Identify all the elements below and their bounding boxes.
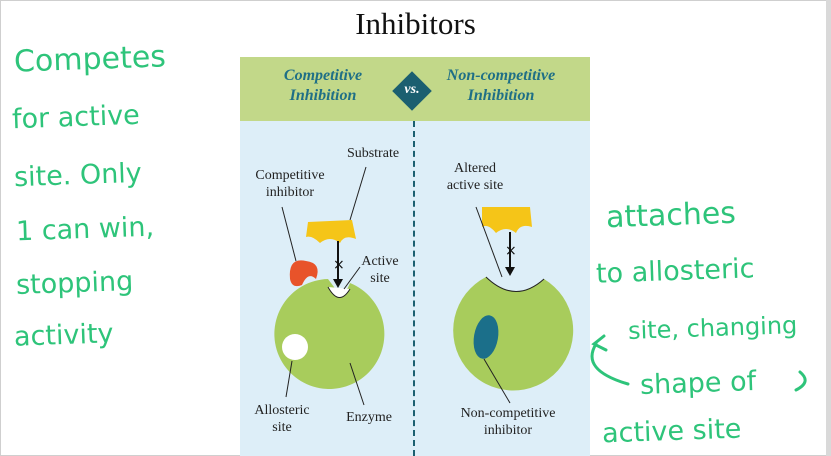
- note-right-line5: active site: [601, 413, 742, 450]
- competitive-inhibitor-label: Competitive inhibitor: [240, 167, 340, 201]
- left-arrow-head: [333, 279, 343, 288]
- right-block-mark: ×: [505, 243, 517, 259]
- slide-title: Inhibitors: [355, 6, 476, 41]
- note-left-line4: 1 can win,: [15, 211, 155, 248]
- note-left-line3: site. Only: [13, 157, 143, 194]
- active-site-leader: [343, 266, 361, 290]
- enzyme-leader: [349, 362, 365, 406]
- left-allosteric-site: [282, 334, 308, 360]
- noncompetitive-inhibitor-label: Non-competitive inhibitor: [438, 405, 578, 439]
- substrate-leader: [349, 166, 367, 221]
- competitive-inhibitor-shape: [289, 260, 318, 287]
- window-edge: [826, 0, 831, 456]
- noncompetitive-inhibitor-shape: [473, 315, 499, 359]
- note-right-line4: shape of: [639, 365, 757, 402]
- left-active-site: [327, 286, 351, 298]
- allosteric-site-label: Allosteric site: [242, 402, 322, 436]
- altered-active-site-label: Altered active site: [430, 160, 520, 194]
- note-left-line6: activity: [13, 318, 115, 353]
- competitive-header-line2: Inhibition: [289, 87, 357, 104]
- inhibition-diagram: Competitive Inhibition vs. Non-competiti…: [240, 57, 590, 456]
- active-site-label-line1: Active: [361, 254, 399, 269]
- right-altered-active-site: [485, 276, 545, 292]
- note-right-line3: site, changing: [627, 311, 798, 345]
- active-site-label-line2: site: [370, 271, 390, 286]
- right-arrow-head: [505, 267, 515, 276]
- note-left-line2: for active: [11, 99, 141, 136]
- note-right-line1: attaches: [605, 195, 737, 236]
- competitive-inhibitor-leader: [281, 206, 297, 262]
- competitive-header-line1: Competitive: [283, 67, 363, 84]
- vs-badge: vs.: [392, 71, 432, 111]
- noncompetitive-inhibitor-label-line1: Non-competitive: [460, 406, 556, 421]
- noncompetitive-leader: [483, 358, 511, 404]
- note-left-line5: stopping: [15, 265, 134, 302]
- allosteric-site-label-line1: Allosteric: [254, 403, 310, 418]
- left-substrate: [306, 220, 356, 243]
- left-enzyme: [274, 279, 385, 389]
- competitive-header: Competitive Inhibition: [248, 66, 398, 106]
- substrate-label: Substrate: [346, 146, 400, 161]
- note-left-line1: Competes: [13, 39, 167, 80]
- right-enzyme: [453, 277, 574, 391]
- divider-line: [413, 121, 415, 456]
- note-right-line2: to allosteric: [595, 253, 755, 290]
- noncompetitive-header: Non-competitive Inhibition: [426, 66, 576, 106]
- altered-active-site-label-line1: Altered: [454, 161, 496, 176]
- allosteric-leader: [285, 360, 293, 398]
- altered-site-leader: [475, 206, 503, 278]
- noncompetitive-inhibitor-label-line2: inhibitor: [483, 423, 533, 438]
- right-substrate: [482, 207, 532, 233]
- altered-active-site-label-line2: active site: [446, 178, 504, 193]
- competitive-inhibitor-label-line1: Competitive: [255, 168, 325, 183]
- allosteric-site-label-line2: site: [272, 420, 292, 435]
- noncompetitive-header-line2: Inhibition: [467, 87, 535, 104]
- diagram-illustration: × ×: [274, 166, 574, 406]
- enzyme-label: Enzyme: [346, 410, 392, 425]
- noncompetitive-header-line1: Non-competitive: [446, 67, 556, 84]
- active-site-label: Active site: [352, 253, 408, 287]
- competitive-inhibitor-label-line2: inhibitor: [265, 185, 315, 200]
- vs-label: vs.: [404, 82, 420, 97]
- left-block-mark: ×: [333, 257, 345, 273]
